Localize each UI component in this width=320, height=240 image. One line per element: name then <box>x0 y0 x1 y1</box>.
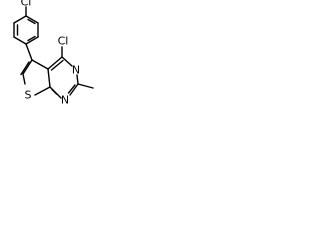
bond-thiophene-2 <box>22 73 26 85</box>
bond-pyrimidine-double-2 <box>67 84 76 94</box>
bond-thiophene-double-1 <box>20 61 30 76</box>
bond-phenyl-thiophene <box>25 43 33 61</box>
bond-benzene-1 <box>13 15 27 24</box>
atom-s-thiophene: S <box>25 89 32 102</box>
bond-benzene-3 <box>13 36 27 45</box>
atom-n-lower: N <box>61 94 69 107</box>
bond-benzene-double-2 <box>27 18 36 25</box>
bond-benzene-6 <box>25 15 39 24</box>
bond-pyrimidine-double-1 <box>50 59 64 71</box>
atom-cl-pyrimidine: Cl <box>58 35 69 48</box>
bond-pyrimidine-1 <box>47 56 63 70</box>
bond-thiophene-5 <box>31 59 49 70</box>
atom-cl-phenyl: Cl <box>21 0 32 9</box>
chemical-structure-diagram: Cl Cl N N S <box>13 0 94 107</box>
bond-pyrimidine-double-3 <box>51 88 58 95</box>
bond-benzene-double-3 <box>27 35 36 42</box>
bond-pyrimidine-4 <box>69 83 79 96</box>
bond-thiophene-4 <box>47 68 51 88</box>
bond-benzene-4 <box>25 36 39 45</box>
bond-thiophene-1 <box>22 59 33 75</box>
bond-pyrimidine-3 <box>76 74 79 85</box>
bond-methyl <box>77 83 94 89</box>
atom-n-upper: N <box>72 64 80 77</box>
bond-thiophene-3 <box>34 86 51 96</box>
bond-pyrimidine-2 <box>61 56 73 67</box>
